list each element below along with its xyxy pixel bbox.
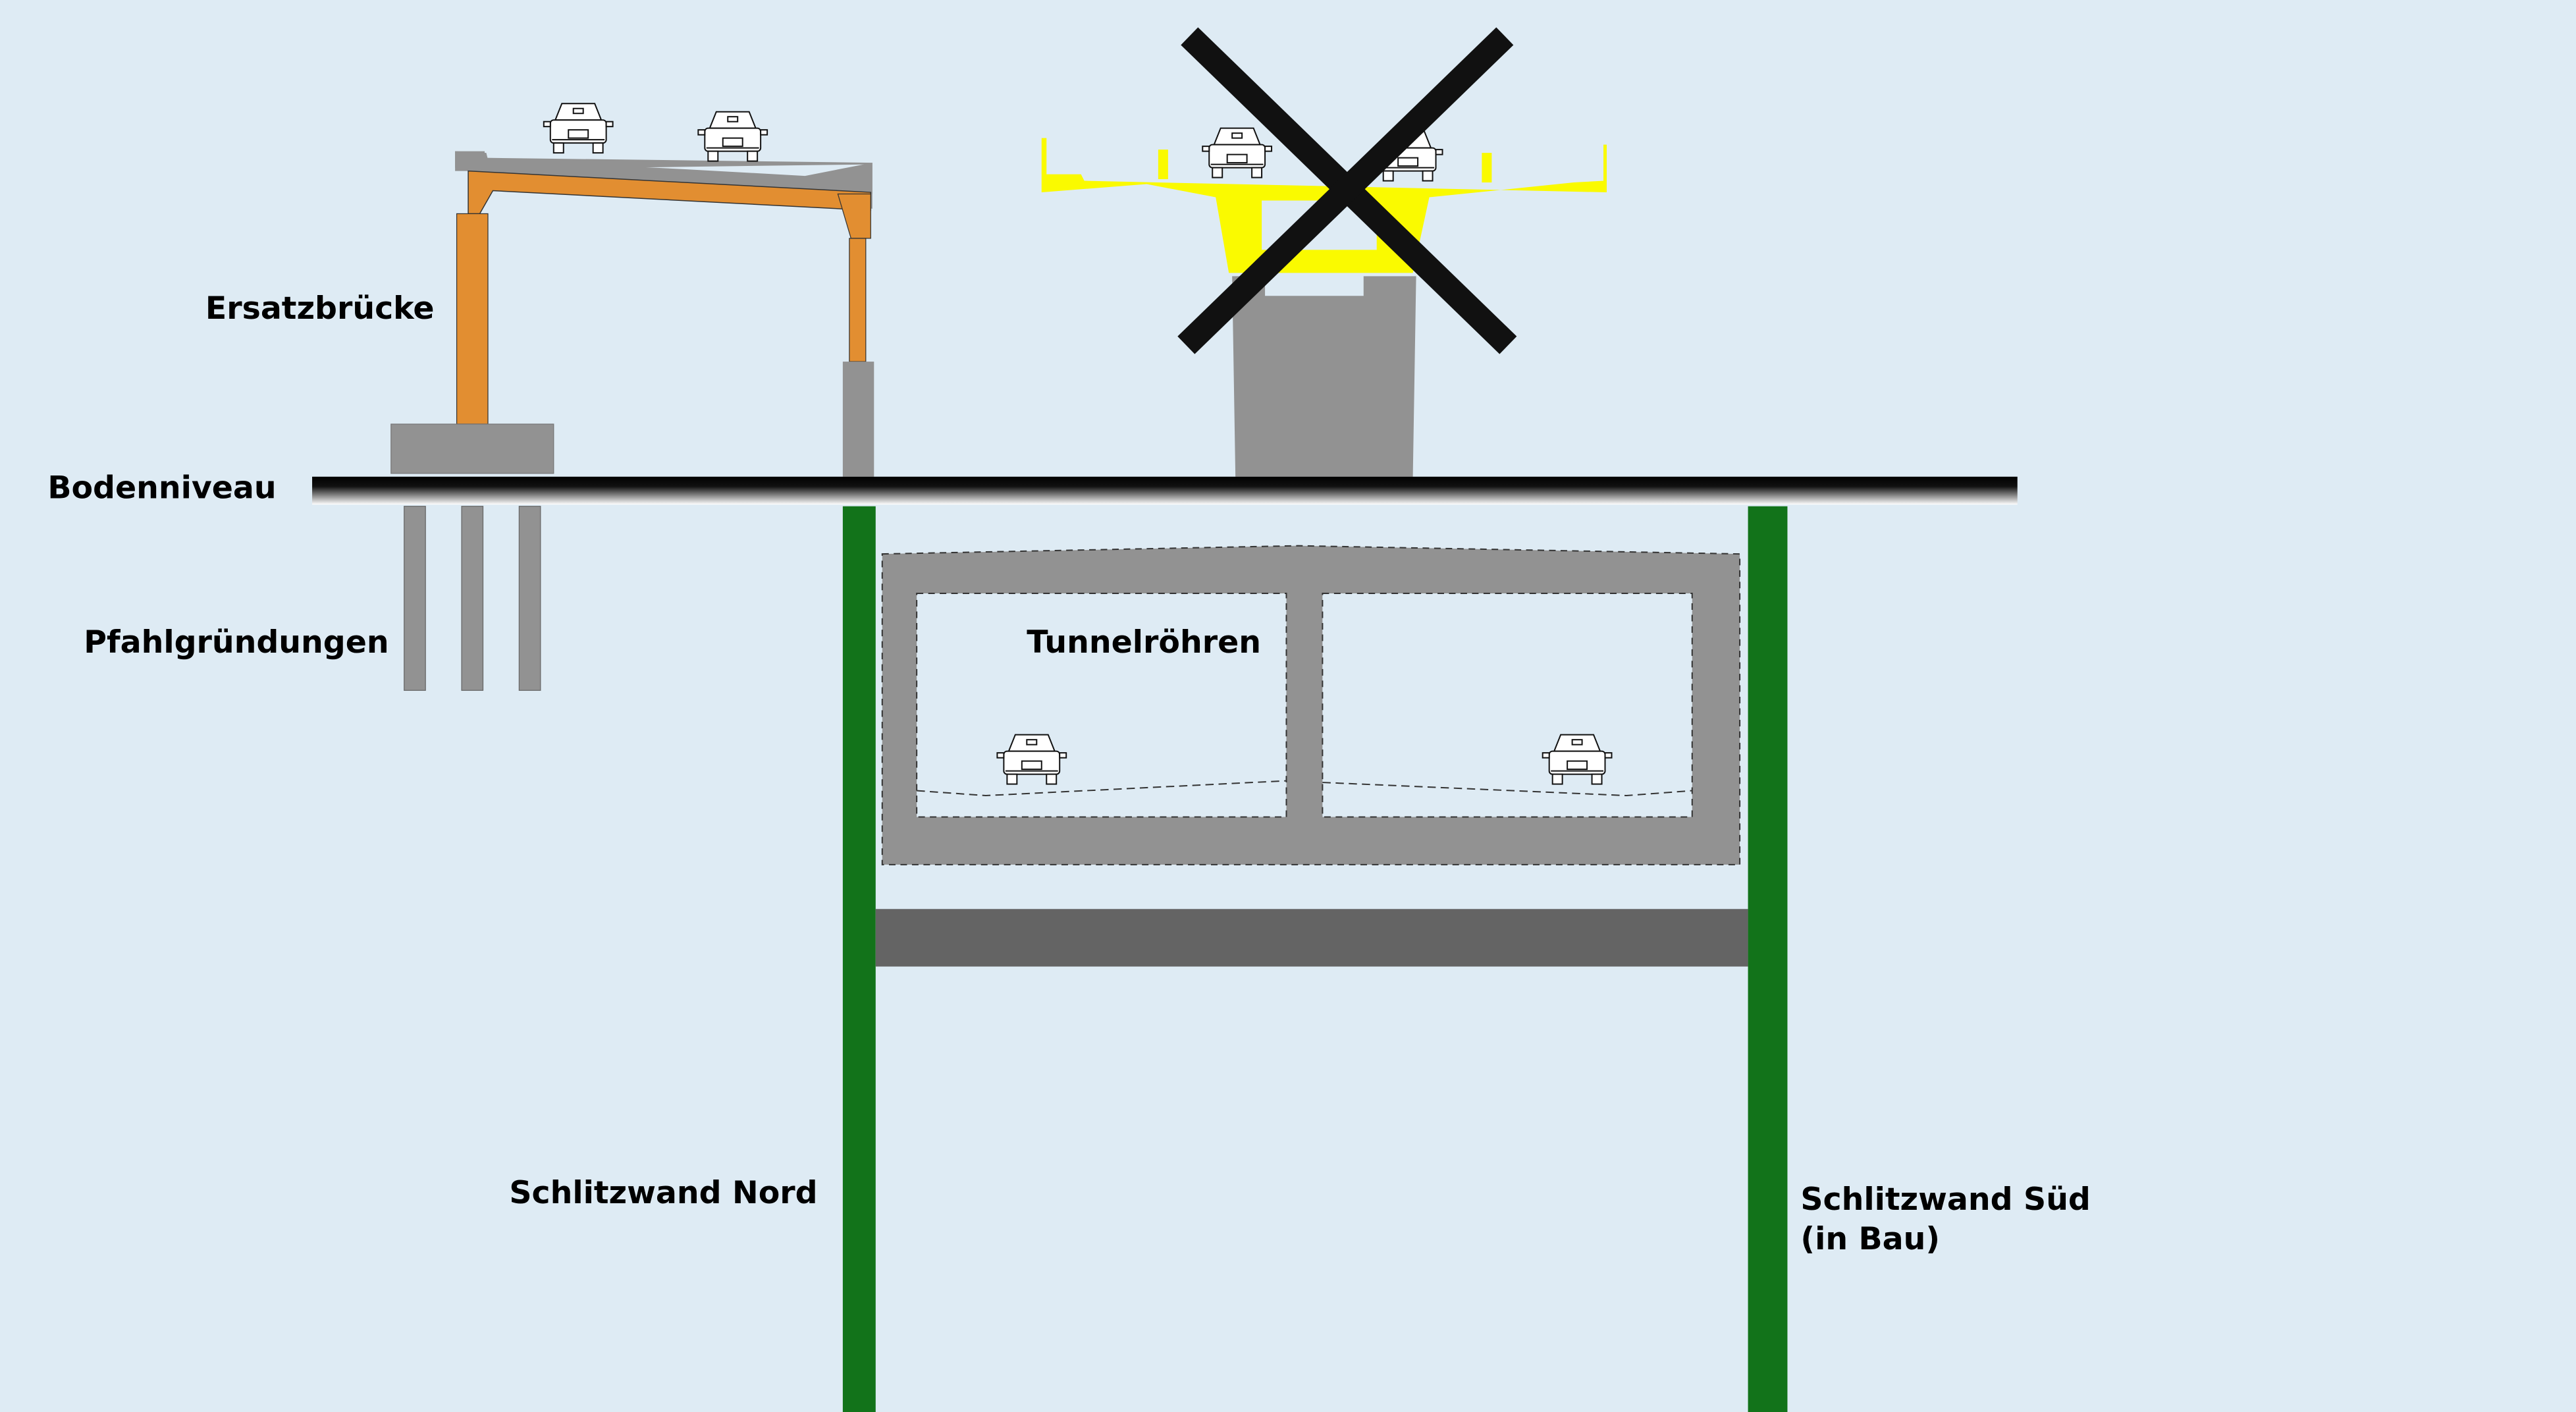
diaphragm-wall-north bbox=[842, 506, 876, 1412]
tunnel-tube-south bbox=[1322, 593, 1693, 818]
base-slab bbox=[875, 909, 1748, 967]
label-pile-foundations: Pfahlgründungen bbox=[84, 624, 389, 661]
ground-level-line bbox=[312, 476, 2018, 505]
tunnel-structure bbox=[881, 545, 1741, 865]
roadway-north bbox=[917, 780, 1287, 797]
right-pier bbox=[842, 362, 874, 477]
old-bridge bbox=[1041, 27, 1607, 477]
roadway-south bbox=[1322, 782, 1692, 797]
bridge-deck-slab bbox=[455, 151, 872, 194]
replacement-bridge bbox=[390, 103, 874, 691]
left-footing bbox=[390, 423, 554, 474]
cross-mark-icon bbox=[1177, 27, 1517, 354]
old-bridge-pier bbox=[1232, 276, 1416, 477]
old-bridge-parapet bbox=[1482, 153, 1492, 183]
diaphragm-wall-south bbox=[1748, 506, 1788, 1412]
old-bridge-parapet bbox=[1158, 149, 1168, 180]
right-column-head bbox=[837, 193, 871, 239]
label-ground-level: Bodenniveau bbox=[47, 470, 276, 506]
pile bbox=[404, 506, 426, 691]
tunnel-tube-north bbox=[916, 593, 1287, 818]
label-diaphragm-wall-north: Schlitzwand Nord bbox=[509, 1175, 817, 1211]
left-steel-column bbox=[456, 213, 489, 425]
label-diaphragm-wall-south-status: (in Bau) bbox=[1800, 1221, 1940, 1257]
right-steel-column bbox=[849, 238, 867, 362]
pile bbox=[461, 506, 484, 691]
label-tunnel-tubes: Tunnelröhren bbox=[1027, 624, 1261, 661]
pile bbox=[518, 506, 541, 691]
label-replacement-bridge: Ersatzbrücke bbox=[205, 290, 435, 327]
label-diaphragm-wall-south: Schlitzwand Süd bbox=[1800, 1181, 2090, 1218]
